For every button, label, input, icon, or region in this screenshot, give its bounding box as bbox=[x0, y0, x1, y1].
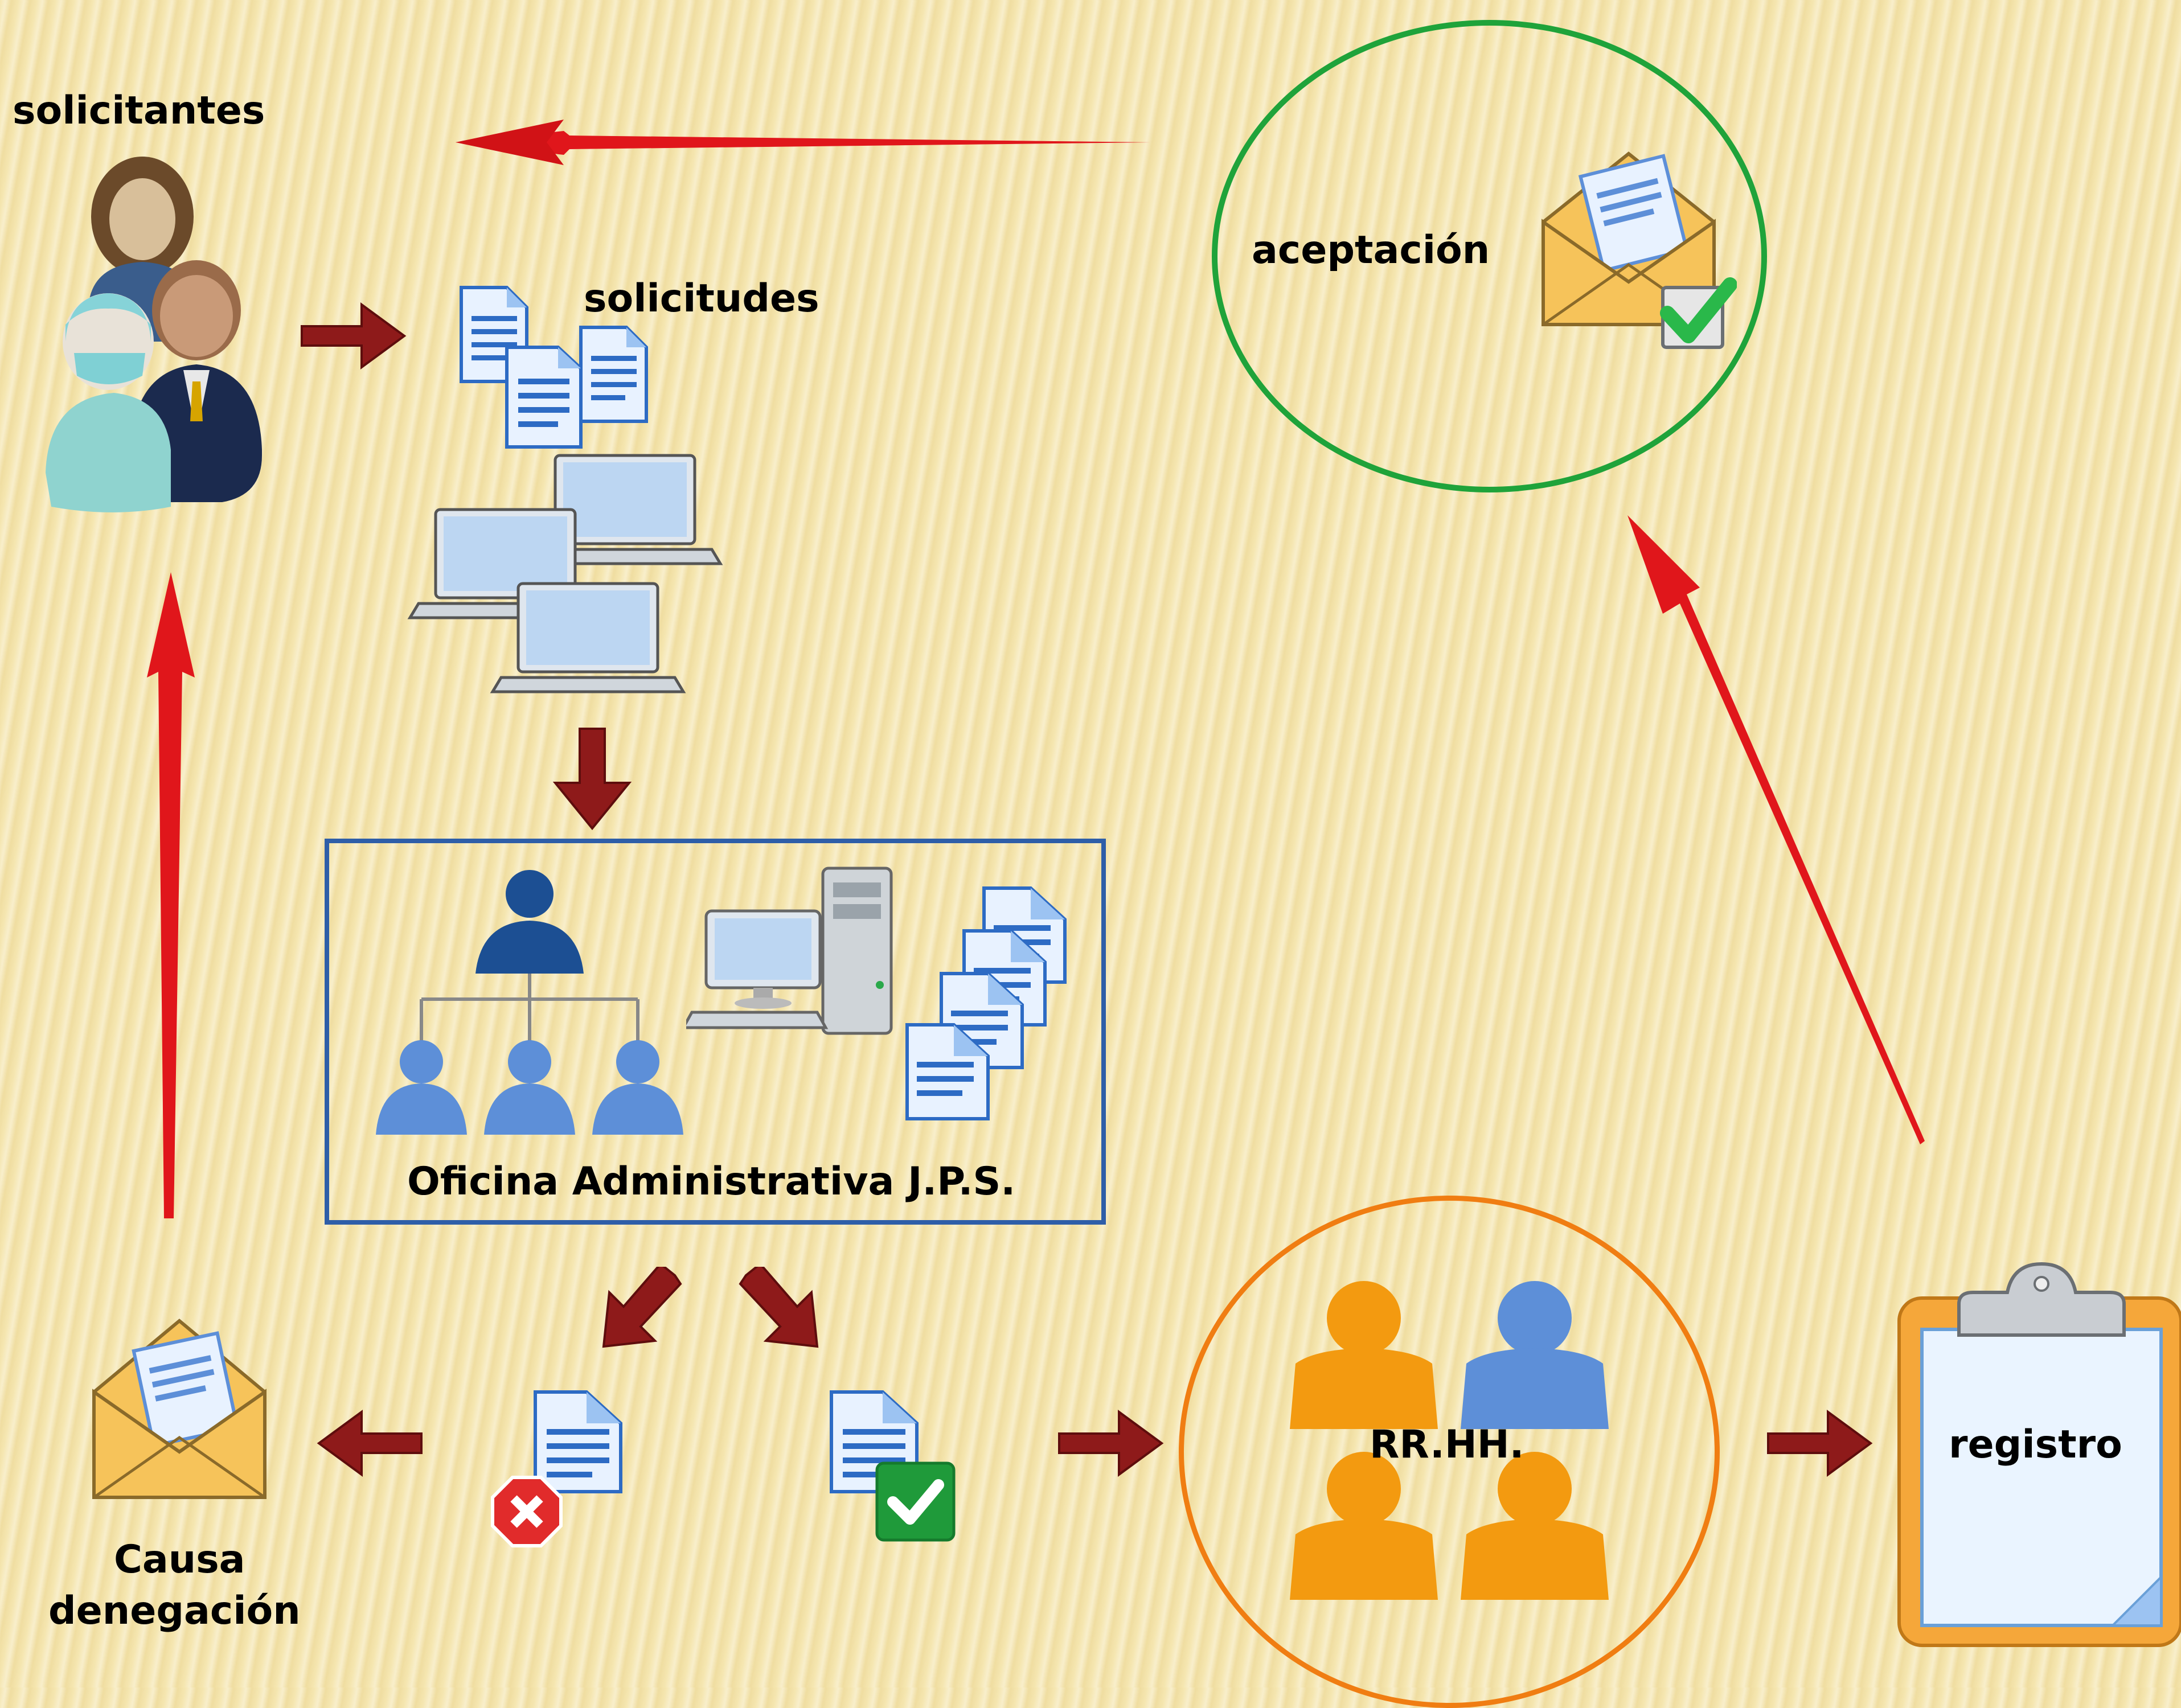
envelope-icon bbox=[92, 1319, 267, 1499]
document-stack-icon bbox=[905, 886, 1067, 1120]
arrow-right-registro bbox=[1767, 1410, 1873, 1477]
causa-label-line2: denegación bbox=[48, 1588, 301, 1633]
oficina-box bbox=[325, 839, 1106, 1225]
rejected-document-icon bbox=[491, 1390, 622, 1547]
arrow-left-causa bbox=[317, 1410, 423, 1477]
registro-label: registro bbox=[1949, 1422, 2122, 1467]
approved-document-icon bbox=[830, 1390, 956, 1542]
org-chart-icon bbox=[376, 870, 683, 1135]
aceptacion-label: aceptación bbox=[1252, 228, 1490, 273]
causa-label-line1: Causa bbox=[114, 1537, 245, 1582]
laptops-icon bbox=[407, 454, 723, 693]
arrow-down-1 bbox=[552, 728, 632, 831]
arrow-diag-down-right bbox=[739, 1267, 819, 1348]
arrow-right-rrhh bbox=[1058, 1410, 1164, 1477]
rrhh-label: RR.HH. bbox=[1370, 1422, 1524, 1467]
desktop-computer-icon bbox=[686, 867, 893, 1035]
solicitantes-label: solicitantes bbox=[13, 88, 265, 133]
accepted-envelope-icon bbox=[1542, 151, 1737, 349]
documents-icon bbox=[460, 286, 648, 449]
arrow-diag-down-left bbox=[602, 1267, 682, 1348]
clipboard-icon bbox=[1897, 1262, 2181, 1647]
users-group-icon bbox=[46, 157, 262, 512]
aceptacion-ring bbox=[1212, 20, 1767, 492]
arrow-to-solicitantes bbox=[456, 120, 1150, 165]
arrow-up-to-solicitantes bbox=[147, 572, 195, 1218]
solicitudes-label: solicitudes bbox=[584, 276, 819, 321]
arrow-right-1 bbox=[301, 302, 407, 369]
arrow-to-aceptacion bbox=[1627, 515, 1925, 1144]
people-group-icon bbox=[1290, 1281, 1609, 1600]
oficina-label: Oficina Administrativa J.P.S. bbox=[407, 1159, 1016, 1204]
